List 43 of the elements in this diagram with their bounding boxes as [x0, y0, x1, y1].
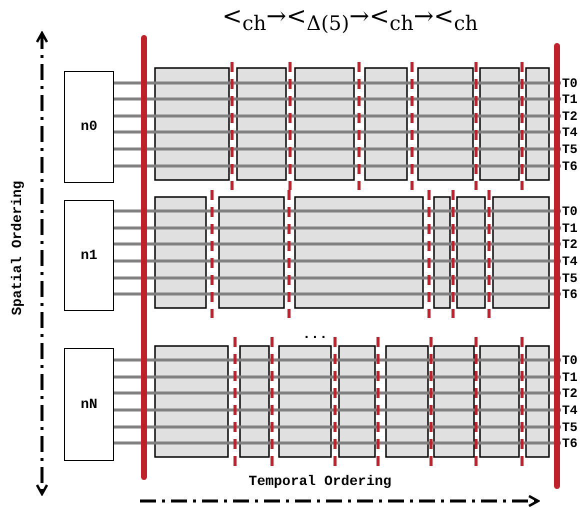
- thread-line: [114, 442, 561, 444]
- thread-label: T5: [562, 142, 578, 157]
- thread-label: T2: [562, 237, 578, 252]
- thread-line: [114, 392, 561, 394]
- node-box: n0: [64, 71, 114, 183]
- thread-label: T0: [562, 353, 578, 368]
- thread-label: T6: [562, 436, 578, 451]
- ellipsis: ...: [301, 330, 329, 340]
- thread-line: [114, 292, 561, 296]
- thread-label: T1: [562, 370, 578, 385]
- axis-label: Spatial Ordering: [10, 180, 26, 318]
- thread-label: T1: [562, 92, 578, 107]
- thread-label: T5: [562, 271, 578, 286]
- thread-line: [114, 376, 561, 378]
- thread-label: T4: [562, 125, 578, 140]
- thread-line: [114, 276, 561, 280]
- thread-label: T4: [562, 403, 578, 418]
- thread-line: [114, 408, 561, 412]
- axis-label: Temporal Ordering: [248, 474, 392, 490]
- thread-line: [114, 226, 561, 230]
- thread-line: [114, 130, 561, 134]
- thread-label: T6: [562, 287, 578, 302]
- thread-line: [114, 164, 561, 168]
- ordering-formula: <$_{ch}$→<$_{Δ(5)}$→<$_{ch}$→<$_{ch}$: [221, 2, 479, 35]
- thread-label: T6: [562, 159, 578, 174]
- thread-line: [114, 98, 561, 100]
- thread-label: T0: [562, 204, 578, 219]
- thread-label: T2: [562, 109, 578, 124]
- thread-line: [114, 148, 561, 150]
- thread-label: T4: [562, 254, 578, 269]
- thread-line: [114, 114, 561, 118]
- thread-label: T1: [562, 221, 578, 236]
- thread-label: T0: [562, 76, 578, 91]
- thread-line: [114, 260, 561, 262]
- thread-line: [114, 82, 561, 84]
- thread-line: [114, 426, 561, 428]
- node-box: n1: [64, 200, 114, 311]
- thread-line: [114, 358, 561, 362]
- thread-line: [114, 210, 561, 212]
- node-box: nN: [64, 348, 114, 461]
- thread-label: T5: [562, 420, 578, 435]
- thread-label: T2: [562, 386, 578, 401]
- thread-line: [114, 242, 561, 246]
